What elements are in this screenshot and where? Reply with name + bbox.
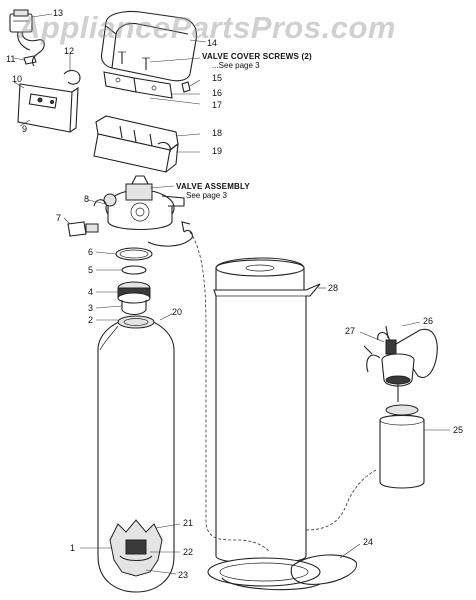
callout-27: 27	[345, 326, 356, 336]
callout-4: 4	[88, 287, 94, 297]
callout-6: 6	[88, 247, 94, 257]
brine-line-path	[189, 231, 271, 553]
valve-cover-part	[100, 10, 207, 82]
tank-jacket-part	[207, 257, 361, 591]
callout-17: 17	[212, 100, 223, 110]
bypass-clip-part	[63, 217, 193, 247]
timer-panel-part	[13, 81, 79, 133]
valve-cover-screws-caption: VALVE COVER SCREWS (2) ...See page 3	[202, 52, 312, 70]
callout-15: 15	[212, 73, 223, 83]
callout-10: 10	[12, 74, 23, 84]
watermark-text: AppliancePartsPros.com	[18, 10, 396, 45]
brine-well-part	[379, 404, 450, 489]
timer-housing-part	[93, 115, 201, 173]
callout-28: 28	[328, 283, 339, 293]
valve-cover-screws-title: VALVE COVER SCREWS (2)	[202, 52, 312, 61]
valve-assembly-title: VALVE ASSEMBLY	[176, 182, 250, 191]
motor-bracket-part	[103, 71, 201, 105]
transformer-part	[9, 9, 53, 67]
callout-12: 12	[64, 46, 75, 56]
callout-19: 19	[212, 146, 223, 156]
callout-2: 2	[88, 315, 94, 325]
valve-assembly-part	[87, 175, 185, 230]
valve-assembly-note: See page 3	[186, 191, 227, 200]
callout-9: 9	[22, 124, 28, 134]
callout-11: 11	[6, 54, 16, 64]
callout-8: 8	[84, 194, 90, 204]
callout-26: 26	[423, 316, 434, 326]
overflow-line-path	[305, 469, 377, 531]
callout-7: 7	[56, 213, 62, 223]
callout-25: 25	[453, 425, 464, 435]
callout-24: 24	[363, 537, 374, 547]
distributor-adapter-part	[95, 281, 151, 321]
wire-clip-part	[13, 54, 81, 85]
cover-screw-part	[118, 51, 201, 70]
callout-22: 22	[183, 547, 194, 557]
valve-cover-screws-note: ...See page 3	[212, 61, 260, 70]
resin-tank-part	[80, 313, 181, 593]
brine-valve-part	[359, 321, 438, 402]
callout-21: 21	[183, 518, 194, 528]
valve-assembly-caption: VALVE ASSEMBLY See page 3	[176, 182, 250, 200]
callout-1: 1	[70, 543, 76, 553]
callout-5: 5	[88, 265, 94, 275]
callout-3: 3	[88, 303, 94, 313]
callout-14: 14	[207, 38, 218, 48]
callout-18: 18	[212, 128, 223, 138]
callout-23: 23	[178, 570, 189, 580]
callout-20: 20	[172, 307, 183, 317]
o-ring-part	[95, 247, 153, 275]
callout-16: 16	[212, 88, 223, 98]
callout-13: 13	[53, 8, 64, 18]
